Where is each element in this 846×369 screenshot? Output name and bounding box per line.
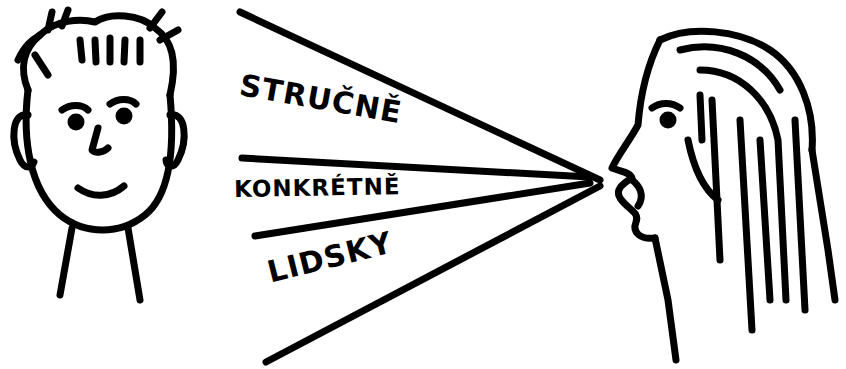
fan-line [242,158,590,177]
right-face [612,31,835,360]
handwritten-label: KONKRÉTNĚ [234,175,401,201]
handwritten-label: LIDSKY [264,228,395,288]
left-face [14,10,184,300]
